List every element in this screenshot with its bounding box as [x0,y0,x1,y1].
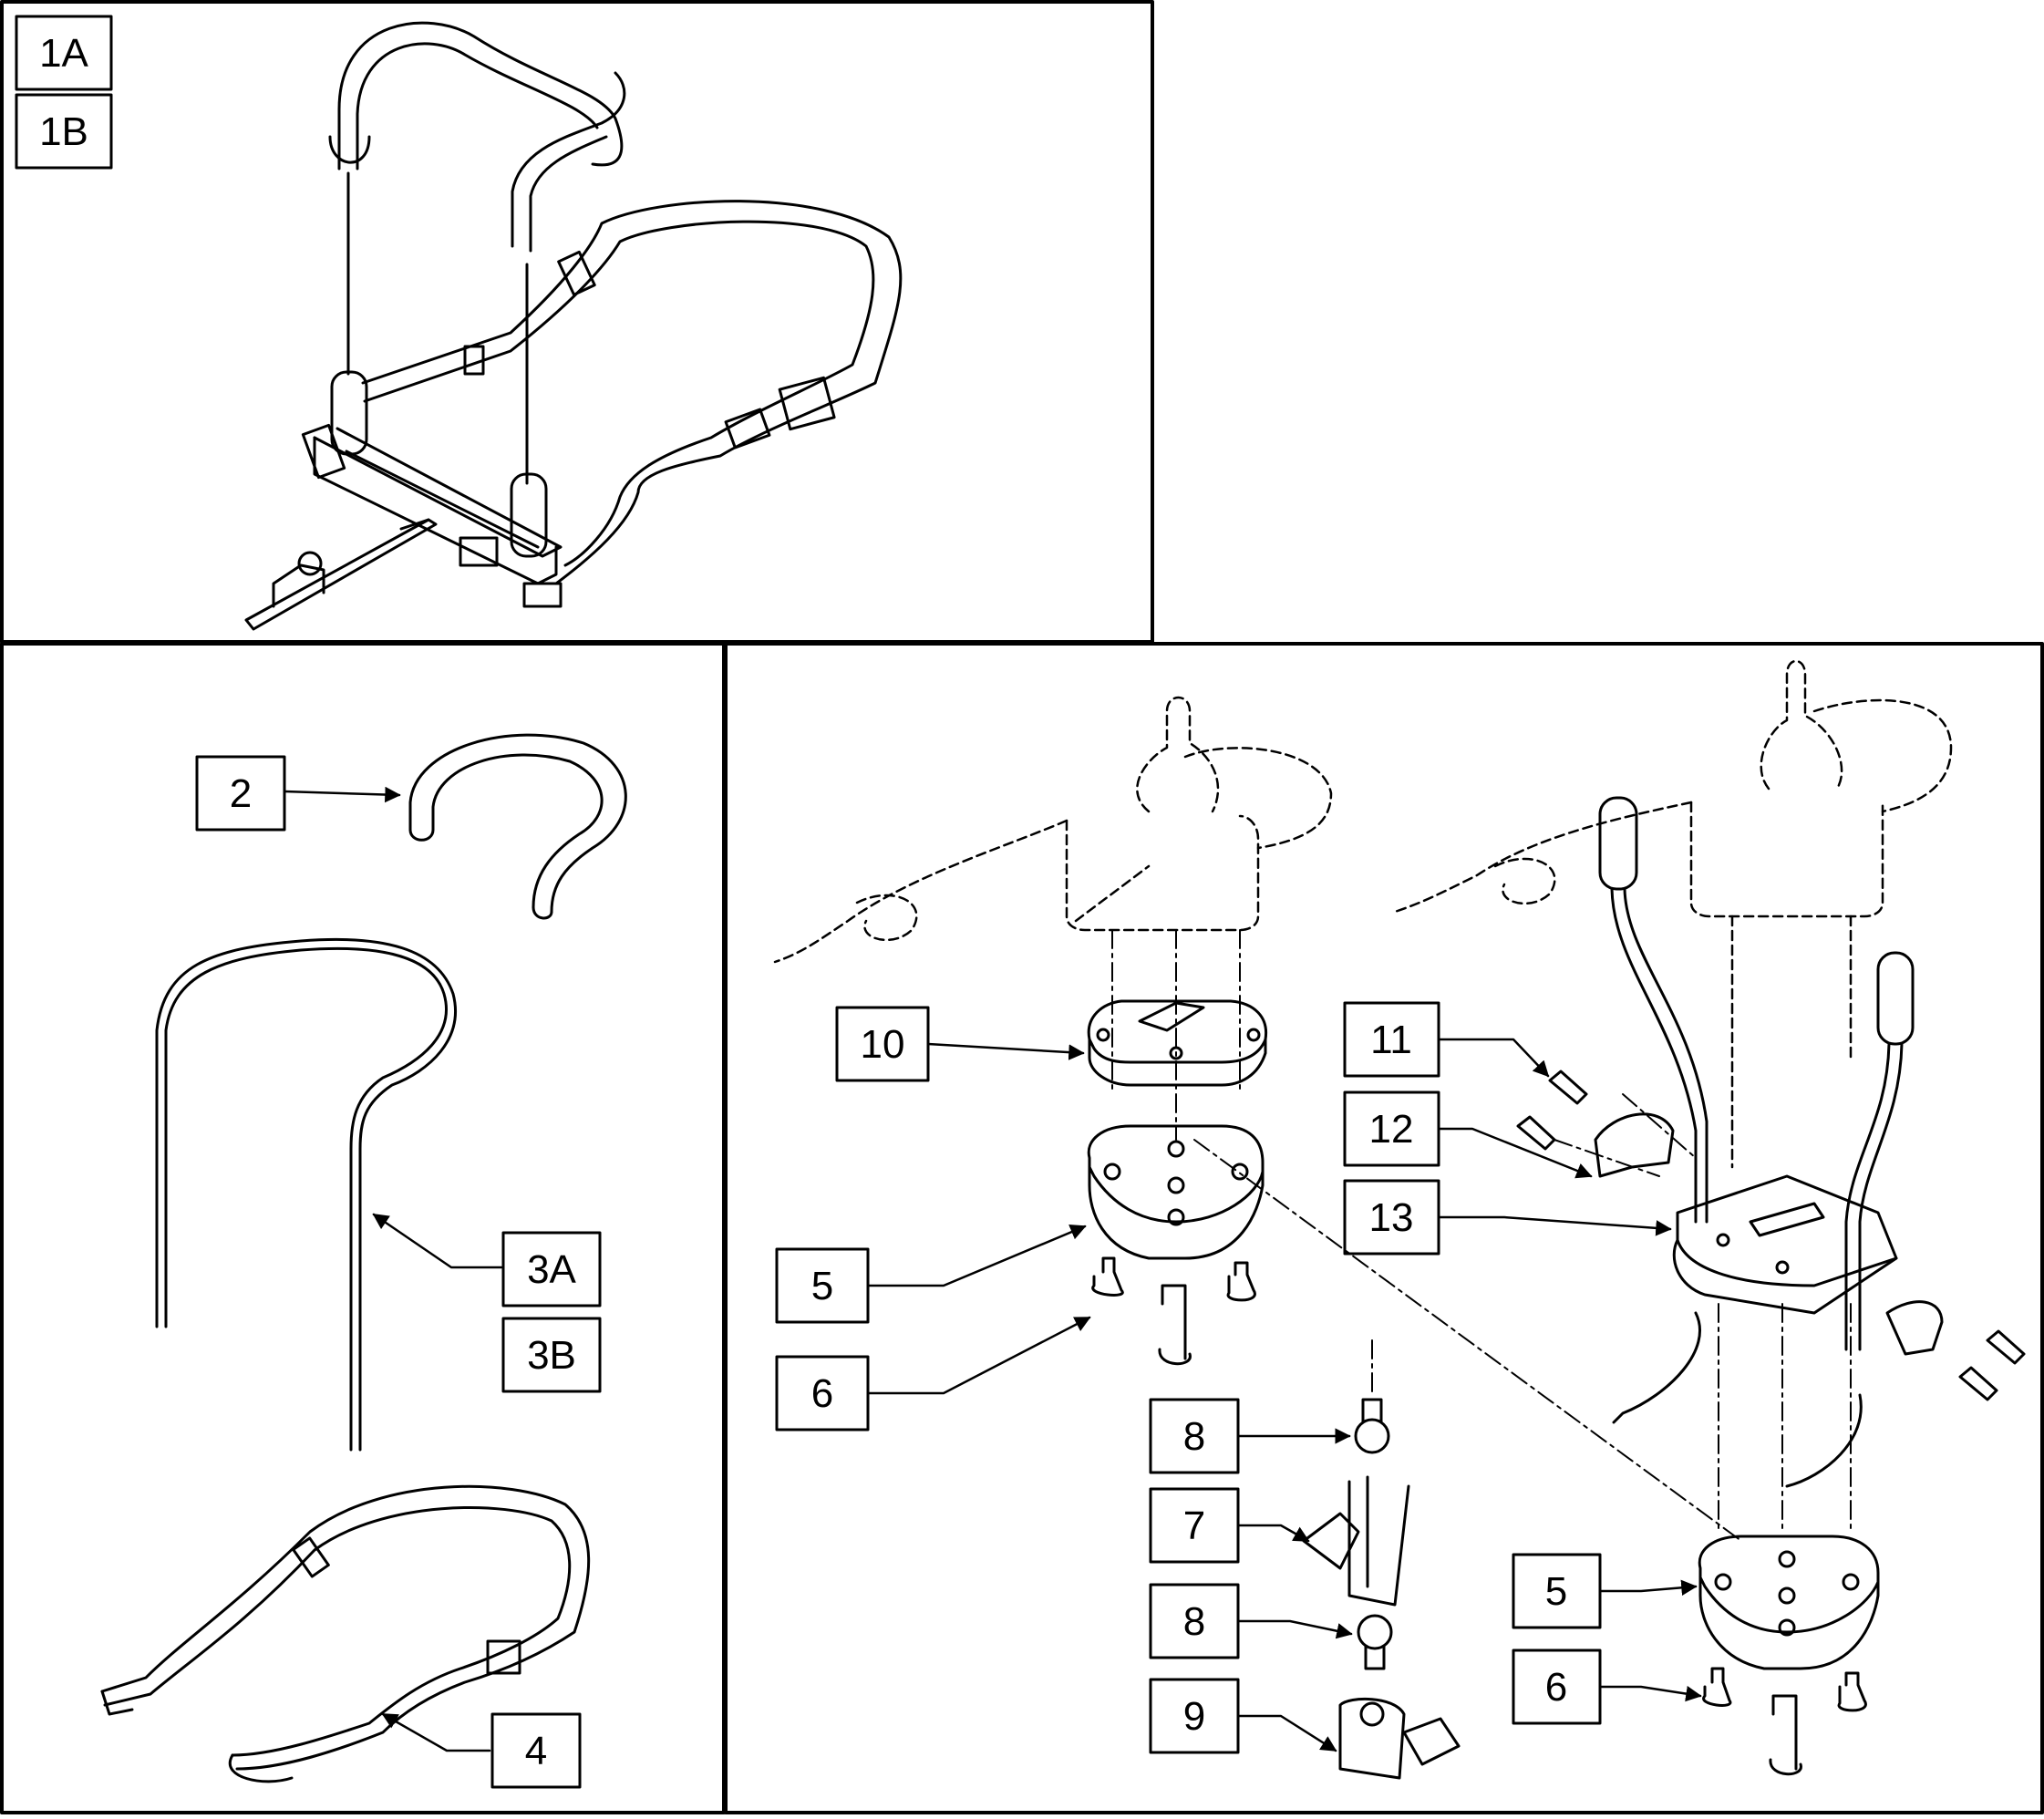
panel-bottom-left-frame [0,642,726,1814]
callout-label-11: 11 [1370,1018,1412,1062]
panel-top-frame [0,0,1154,644]
leader-2 [283,786,401,803]
callout-10: 10 [835,1006,930,1082]
callout-label-3A: 3A [527,1247,576,1292]
part-6-right-screws-illustration [1702,1667,1867,1776]
callout-label-1A: 1A [39,31,88,76]
part-8-bottom-ball-illustration [1357,1614,1393,1670]
joystick-left-illustration [773,696,1333,964]
leader-13 [1437,1215,1672,1236]
leader-8-bottom [1236,1619,1353,1639]
callout-11: 11 [1343,1001,1440,1078]
callout-5-right: 5 [1512,1553,1602,1629]
part-13-mount-plate-illustration [1672,1174,2026,1401]
callout-3A: 3A [501,1231,602,1307]
callout-label-5-right: 5 [1545,1569,1567,1614]
leader-12 [1437,1127,1593,1179]
part-4-strap-illustration [100,1484,591,1783]
leader-5-right [1598,1579,1698,1597]
panel-bottom-right-frame [724,642,2044,1814]
callout-5-left: 5 [775,1247,870,1324]
part-9-mount-clamp-illustration [1338,1697,1461,1780]
part-11-screw-illustration [1516,1070,1588,1151]
assembly-guidelines-left [1111,929,1742,1542]
leader-7 [1236,1524,1310,1543]
callout-12: 12 [1343,1090,1440,1167]
callout-2: 2 [195,755,286,832]
joystick-right-illustration [1393,659,1953,1169]
leader-lines [283,786,1702,1752]
part-5-right-base-plate-illustration [1698,1535,1880,1670]
gooseneck-arms-illustration [1598,796,1915,1488]
callout-8-bottom: 8 [1149,1583,1240,1659]
part-3-wire-frame-illustration [155,937,457,1452]
callout-label-2: 2 [230,771,252,816]
part-12-clamp-half-illustration [1594,1112,1675,1178]
callout-label-8-top: 8 [1183,1414,1205,1459]
callout-1B: 1B [15,93,113,170]
callout-label-4: 4 [525,1729,547,1773]
callout-13: 13 [1343,1179,1440,1256]
part-8-top-ball-illustration [1354,1398,1390,1454]
callout-7: 7 [1149,1487,1240,1564]
part-5-left-base-plate-illustration [1087,1124,1265,1260]
callout-label-13: 13 [1369,1195,1414,1240]
callout-6-right: 6 [1512,1648,1602,1725]
leader-4 [381,1712,491,1752]
callout-label-9: 9 [1183,1694,1205,1739]
leader-6-left [866,1316,1091,1395]
callout-8-top: 8 [1149,1398,1240,1474]
callout-4: 4 [490,1712,582,1789]
leader-10 [926,1042,1085,1060]
leader-3A [372,1213,503,1269]
leader-9 [1236,1714,1337,1752]
part-6-left-screws-illustration [1091,1256,1256,1366]
part-7-socket-arm-illustration [1302,1475,1410,1607]
callout-label-8-bottom: 8 [1183,1599,1205,1644]
callout-label-3B: 3B [527,1333,576,1378]
callout-label-7: 7 [1183,1504,1205,1548]
leader-11 [1437,1038,1550,1078]
callout-6-left: 6 [775,1355,870,1431]
callout-label-6-left: 6 [811,1371,833,1416]
leader-6-right [1598,1685,1702,1702]
part-2-pad-illustration [408,733,627,920]
callout-label-1B: 1B [39,109,88,154]
callout-label-6-right: 6 [1545,1665,1567,1710]
leader-5-left [866,1225,1087,1287]
callout-label-12: 12 [1369,1107,1414,1152]
callout-9: 9 [1149,1678,1240,1754]
assembled-harness-illustration [244,21,903,631]
assembly-guidelines-right [1554,1093,1852,1533]
callout-label-5-left: 5 [811,1264,833,1308]
part-10-adapter-plate-illustration [1087,999,1268,1087]
callout-3B: 3B [501,1317,602,1393]
callout-1A: 1A [15,15,113,91]
callout-label-10: 10 [861,1022,905,1067]
